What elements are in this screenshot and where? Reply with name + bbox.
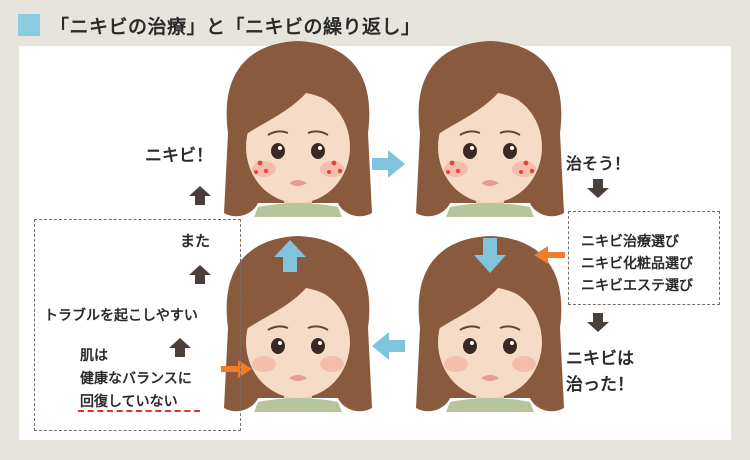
choice-item-2: ニキビ化粧品選び	[581, 256, 693, 272]
label-skin-2: 健康なバランスに	[80, 371, 192, 387]
step-arrow-down-icon-1	[587, 179, 609, 198]
header-square-icon	[18, 14, 40, 36]
choice-item-1: ニキビ治療選び	[581, 234, 679, 250]
label-treat: 治そう！	[566, 154, 631, 173]
step-arrow-up-icon-2	[189, 265, 211, 284]
recurrence-box	[34, 219, 241, 431]
page-title: 「ニキビの治療」と「ニキビの繰り返し」	[50, 15, 421, 38]
step-arrow-up-icon-3	[169, 338, 191, 357]
face-acne	[223, 40, 373, 218]
arrow-right-icon	[372, 150, 405, 178]
arrow-up-icon	[274, 240, 306, 272]
pointer-arrow-left-icon	[534, 246, 565, 264]
label-healed-1: ニキビは	[566, 349, 634, 369]
label-skin-3: 回復していない	[80, 394, 178, 410]
step-arrow-down-icon-2	[587, 313, 609, 332]
face-treating	[415, 40, 565, 218]
diagram-panel	[19, 46, 731, 440]
label-again: また	[180, 232, 211, 250]
face-recurring	[223, 235, 373, 413]
arrow-down-icon	[474, 238, 506, 273]
label-acne: ニキビ！	[145, 146, 213, 166]
label-healed-2: 治った！	[566, 375, 634, 395]
step-arrow-up-icon-1	[189, 186, 211, 205]
label-trouble-prone: トラブルを起こしやすい	[44, 308, 198, 324]
header: 「ニキビの治療」と「ニキビの繰り返し」	[18, 10, 421, 40]
choice-item-3: ニキビエステ選び	[581, 278, 693, 294]
label-skin-1: 肌は	[80, 348, 108, 364]
arrow-left-icon	[372, 332, 405, 360]
choices-box	[568, 211, 720, 305]
skin-underline	[78, 410, 200, 412]
pointer-arrow-right-icon	[221, 360, 252, 378]
